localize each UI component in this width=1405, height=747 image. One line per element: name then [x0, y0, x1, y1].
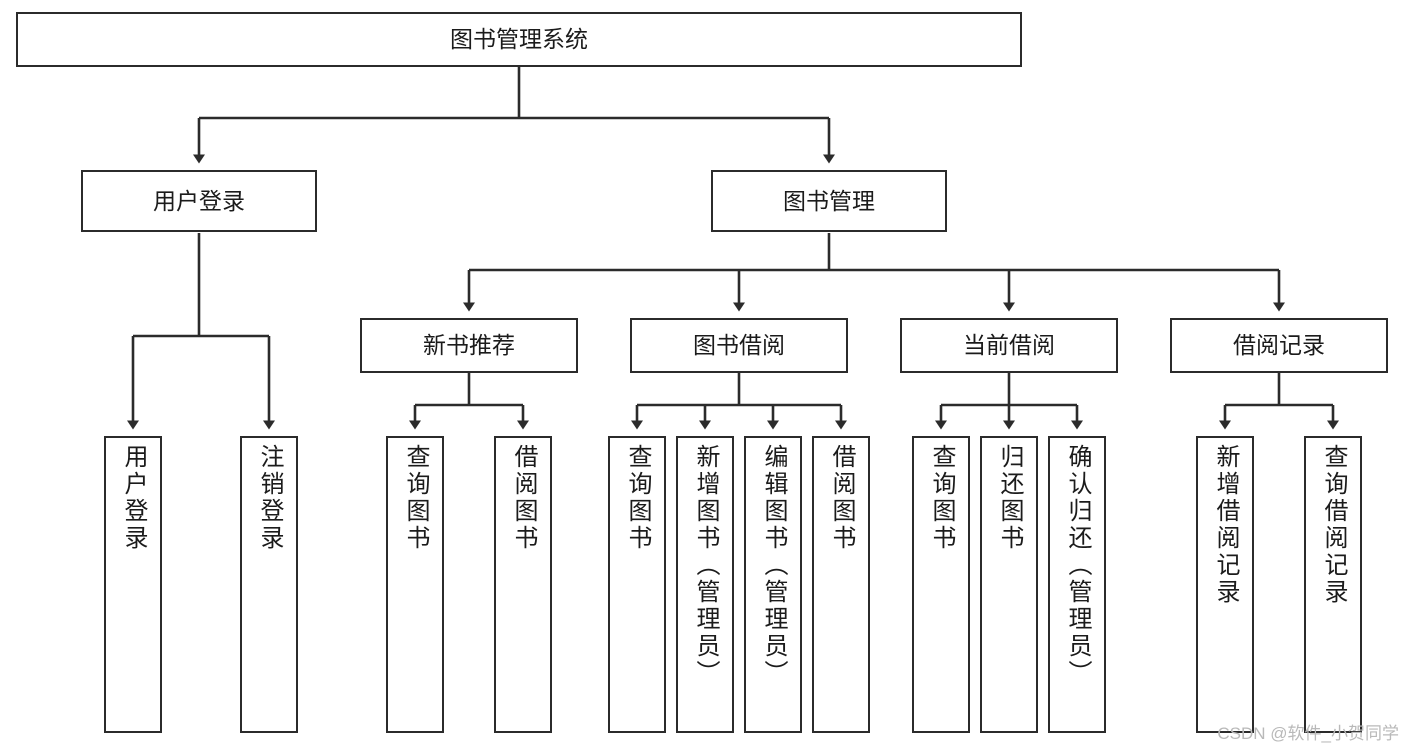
node-new-book-recommend[interactable]: 新书推荐	[360, 318, 578, 373]
node-book-borrow[interactable]: 图书借阅	[630, 318, 848, 373]
node-borrow-record[interactable]: 借阅记录	[1170, 318, 1388, 373]
node-label: 确认归还（管理员）	[1064, 444, 1091, 687]
node-label: 用户登录	[120, 444, 147, 552]
node-label: 当前借阅	[963, 332, 1055, 359]
node-label: 新书推荐	[423, 332, 515, 359]
leaf-query-borrow-record[interactable]: 查询借阅记录	[1304, 436, 1362, 733]
node-label: 借阅图书	[510, 444, 537, 552]
node-label: 新增图书（管理员）	[692, 444, 719, 687]
leaf-confirm-return-admin[interactable]: 确认归还（管理员）	[1048, 436, 1106, 733]
leaf-user-login[interactable]: 用户登录	[104, 436, 162, 733]
node-label: 图书管理系统	[450, 26, 588, 53]
node-label: 查询图书	[928, 444, 955, 552]
leaf-query-book-borrow[interactable]: 查询图书	[608, 436, 666, 733]
node-label: 查询借阅记录	[1320, 444, 1347, 606]
leaf-borrow-book-recommend[interactable]: 借阅图书	[494, 436, 552, 733]
node-label: 新增借阅记录	[1212, 444, 1239, 606]
node-label: 借阅图书	[828, 444, 855, 552]
leaf-add-borrow-record[interactable]: 新增借阅记录	[1196, 436, 1254, 733]
node-label: 查询图书	[624, 444, 651, 552]
node-label: 图书借阅	[693, 332, 785, 359]
node-label: 用户登录	[153, 187, 245, 214]
node-root-system[interactable]: 图书管理系统	[16, 12, 1022, 67]
node-current-borrow[interactable]: 当前借阅	[900, 318, 1118, 373]
leaf-return-book[interactable]: 归还图书	[980, 436, 1038, 733]
node-label: 图书管理	[783, 187, 875, 214]
csdn-watermark: CSDN @软件_小贺同学	[1217, 724, 1399, 743]
leaf-logout[interactable]: 注销登录	[240, 436, 298, 733]
node-book-management[interactable]: 图书管理	[711, 170, 947, 232]
node-user-login[interactable]: 用户登录	[81, 170, 317, 232]
node-label: 查询图书	[402, 444, 429, 552]
node-label: 归还图书	[996, 444, 1023, 552]
leaf-query-book-recommend[interactable]: 查询图书	[386, 436, 444, 733]
leaf-edit-book-admin[interactable]: 编辑图书（管理员）	[744, 436, 802, 733]
node-label: 编辑图书（管理员）	[760, 444, 787, 687]
node-label: 注销登录	[256, 444, 283, 552]
node-label: 借阅记录	[1233, 332, 1325, 359]
leaf-add-book-admin[interactable]: 新增图书（管理员）	[676, 436, 734, 733]
leaf-borrow-book[interactable]: 借阅图书	[812, 436, 870, 733]
leaf-query-book-current[interactable]: 查询图书	[912, 436, 970, 733]
